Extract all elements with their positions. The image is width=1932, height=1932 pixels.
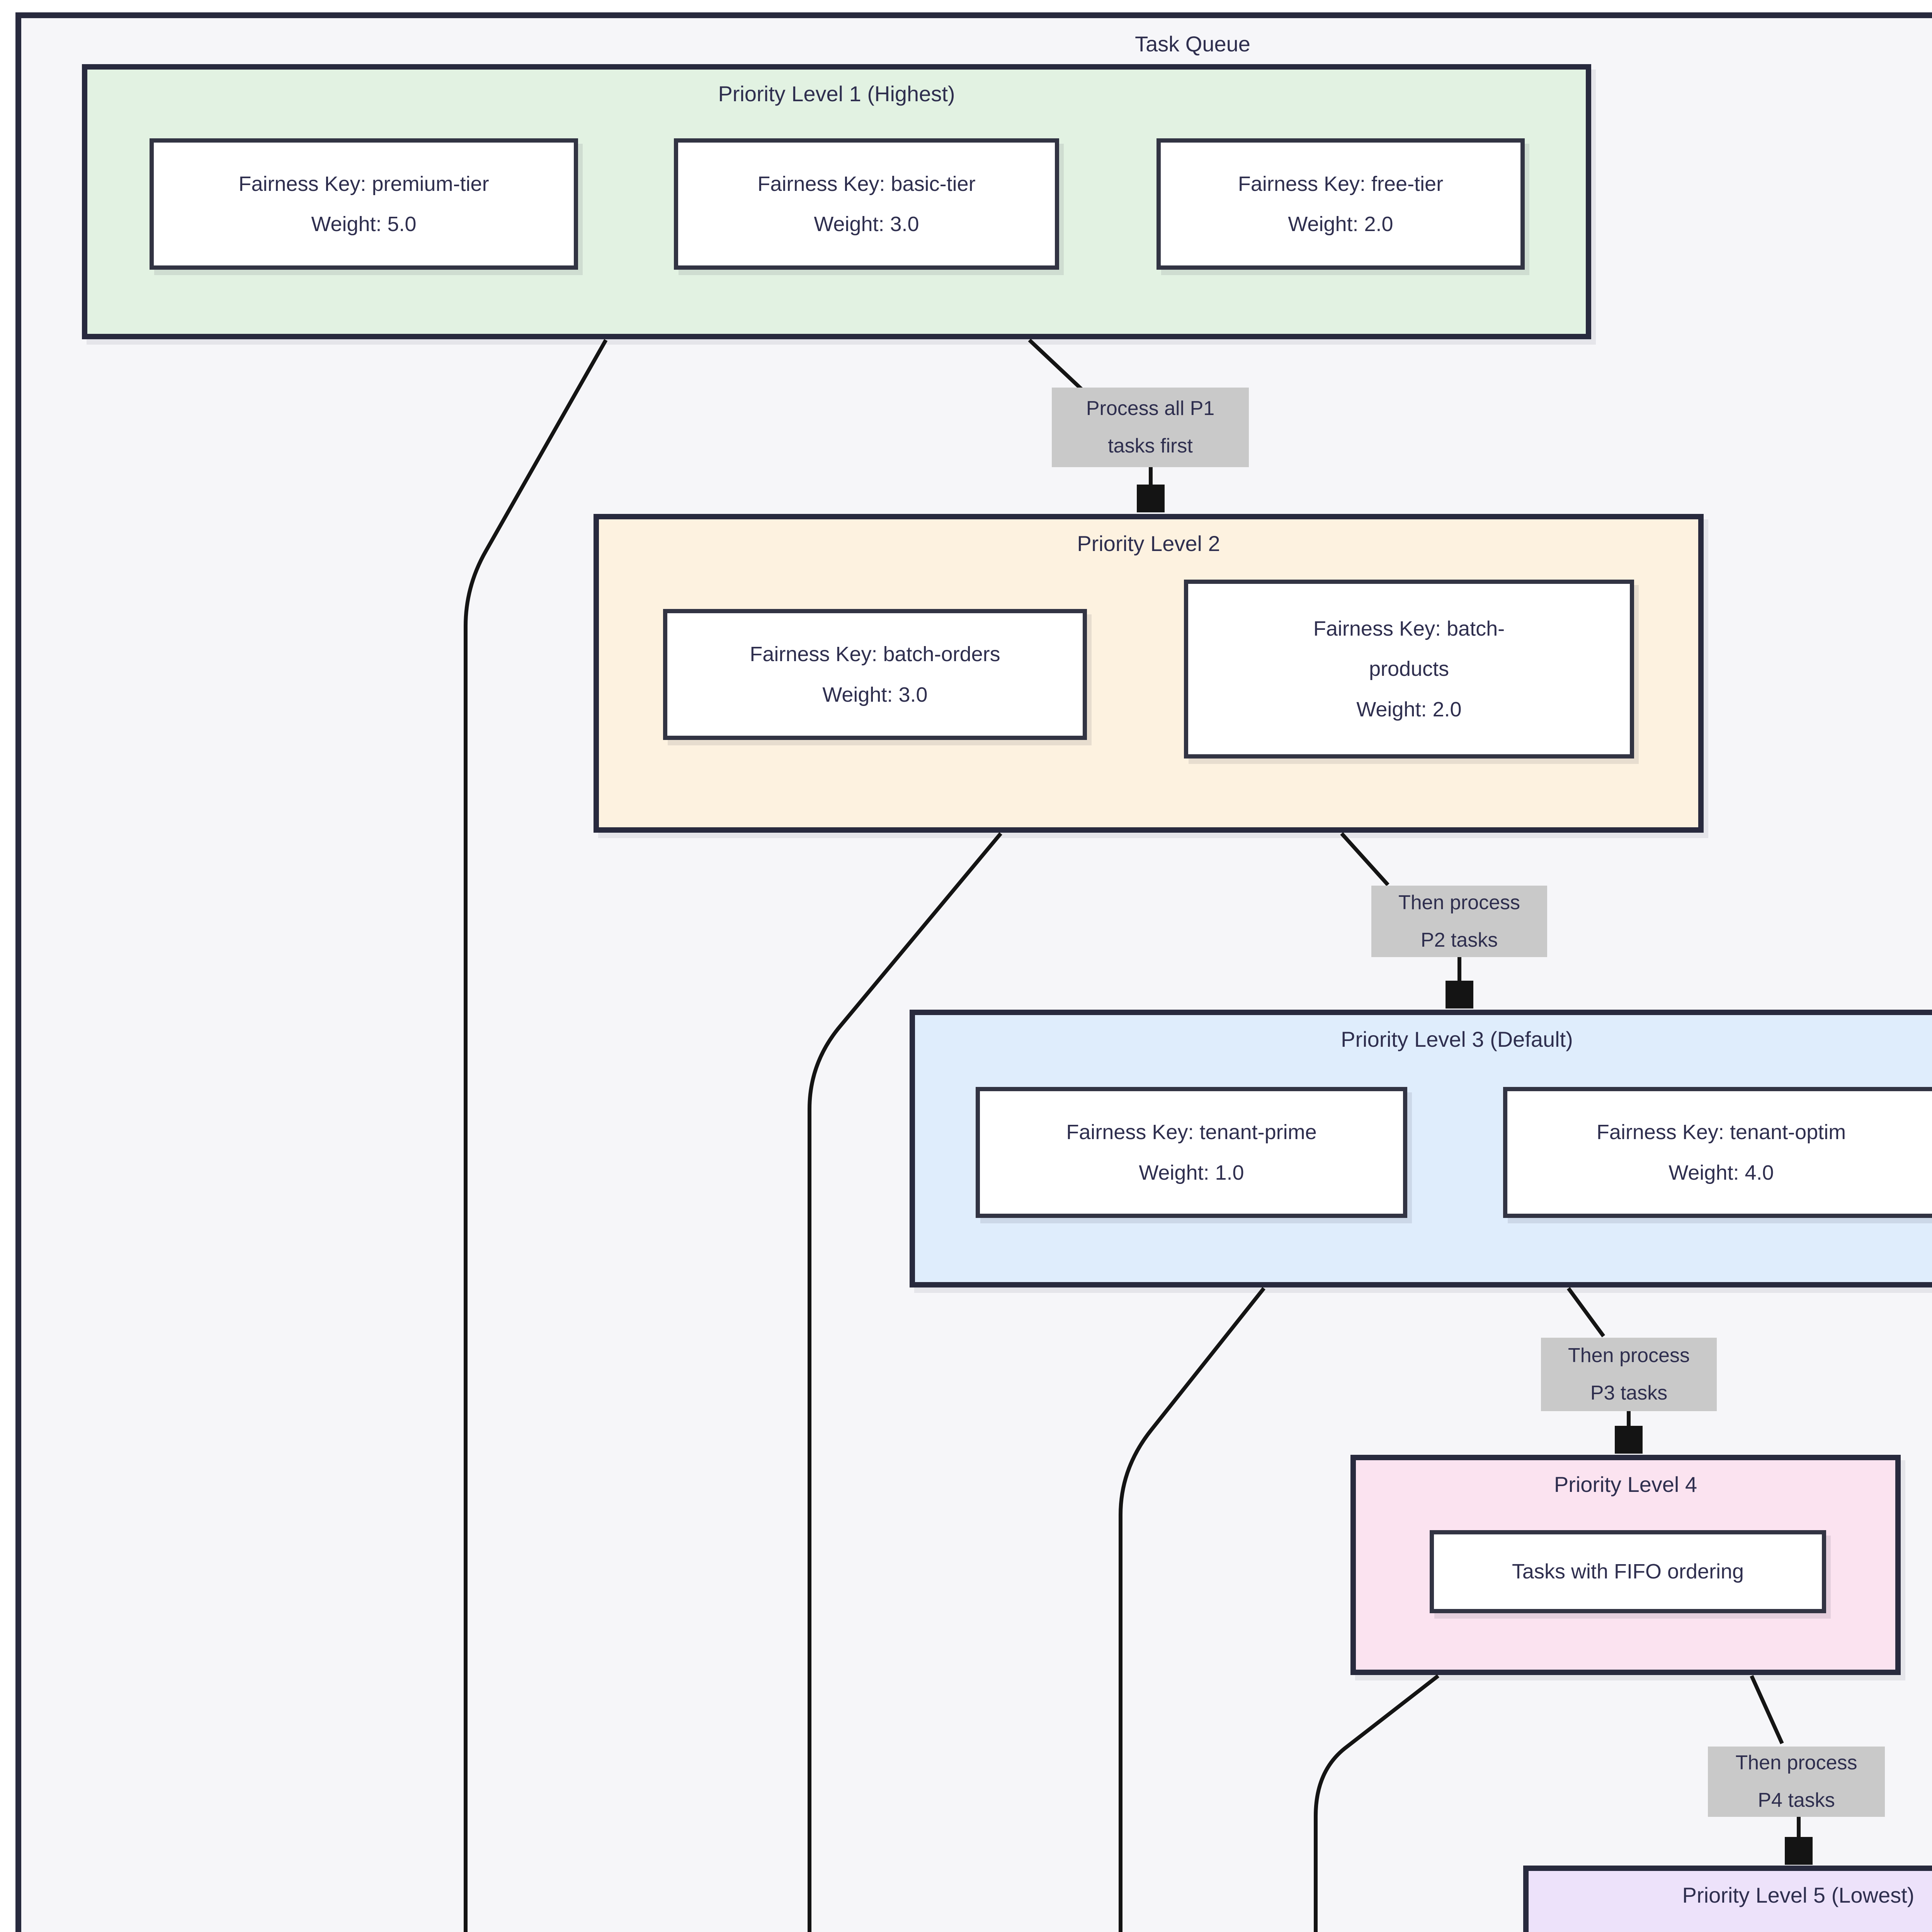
edge-label-line: Then process xyxy=(1568,1344,1690,1367)
node-line: Fairness Key: basic-tier xyxy=(757,172,976,196)
node-line: Weight: 2.0 xyxy=(1356,697,1462,721)
node-line: Fairness Key: tenant-optim xyxy=(1596,1121,1846,1144)
edge-label-process-p4: Then process P4 tasks xyxy=(1708,1747,1885,1817)
node-line: Fairness Key: batch-orders xyxy=(750,643,1000,666)
priority-level-5-group: Priority Level 5 (Lowest) xyxy=(1523,1866,1932,1932)
fairness-node-premium-tier: Fairness Key: premium-tier Weight: 5.0 xyxy=(150,138,578,270)
node-line: Weight: 3.0 xyxy=(822,683,928,706)
fairness-node-batch-orders: Fairness Key: batch-orders Weight: 3.0 xyxy=(663,609,1087,740)
edge-label-line: Then process xyxy=(1398,891,1520,914)
fairness-node-basic-tier: Fairness Key: basic-tier Weight: 3.0 xyxy=(674,138,1059,270)
edge-label-process-p1: Process all P1 tasks first xyxy=(1052,388,1249,467)
node-line: Fairness Key: premium-tier xyxy=(238,172,489,196)
edge-label-line: P3 tasks xyxy=(1590,1382,1668,1404)
edge-label-line: P2 tasks xyxy=(1420,929,1498,951)
node-line: Weight: 4.0 xyxy=(1668,1161,1774,1184)
fairness-node-free-tier: Fairness Key: free-tier Weight: 2.0 xyxy=(1156,138,1525,270)
group-title: Priority Level 5 (Lowest) xyxy=(1682,1883,1915,1907)
node-line: Weight: 2.0 xyxy=(1288,213,1393,236)
edge-label-line: Process all P1 xyxy=(1086,397,1215,420)
node-line: Fairness Key: batch- xyxy=(1313,617,1505,641)
node-line: Weight: 3.0 xyxy=(814,213,919,236)
node-line: Fairness Key: free-tier xyxy=(1238,172,1444,196)
group-title: Priority Level 1 (Highest) xyxy=(718,82,955,106)
node-line: products xyxy=(1369,657,1449,681)
edge-label-process-p3: Then process P3 tasks xyxy=(1541,1338,1717,1411)
group-title: Priority Level 2 xyxy=(1077,531,1220,556)
task-queue-title: Task Queue xyxy=(1135,32,1250,56)
fairness-node-tenant-optim: Fairness Key: tenant-optim Weight: 4.0 xyxy=(1503,1087,1932,1218)
edge-label-line: P4 tasks xyxy=(1758,1789,1835,1811)
edge-label-line: Then process xyxy=(1735,1752,1857,1774)
node-line: Fairness Key: tenant-prime xyxy=(1066,1121,1317,1144)
edge-label-line: tasks first xyxy=(1108,435,1193,457)
fairness-node-tenant-prime: Fairness Key: tenant-prime Weight: 1.0 xyxy=(976,1087,1407,1218)
fairness-node-batch-products: Fairness Key: batch- products Weight: 2.… xyxy=(1184,580,1634,759)
node-line: Weight: 1.0 xyxy=(1139,1161,1244,1184)
node-line: Tasks with FIFO ordering xyxy=(1512,1560,1744,1583)
node-line: Weight: 5.0 xyxy=(311,213,417,236)
group-title: Priority Level 3 (Default) xyxy=(1341,1027,1573,1051)
edge-label-process-p2: Then process P2 tasks xyxy=(1371,886,1547,957)
fifo-node-p4: Tasks with FIFO ordering xyxy=(1430,1530,1826,1613)
group-title: Priority Level 4 xyxy=(1554,1472,1697,1497)
